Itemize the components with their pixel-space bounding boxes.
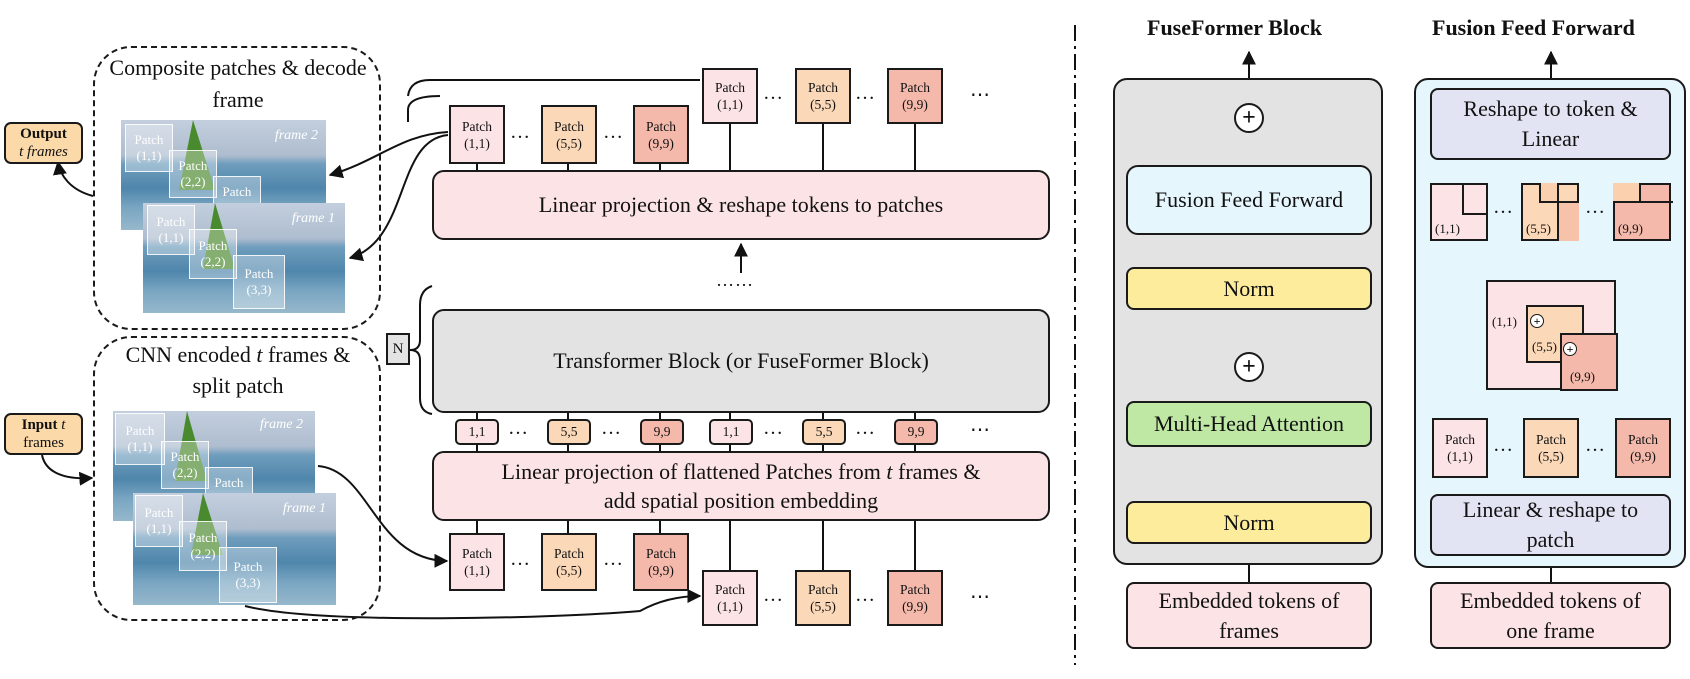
- ellipsis: …: [1493, 434, 1514, 456]
- in-patch-1-1-upper: Patch(1,1): [449, 533, 505, 591]
- ellipsis: …: [763, 584, 784, 606]
- grid-patch-2-2: Patch(2,2): [189, 229, 237, 279]
- composite-group-label: Composite patches & decode frame: [109, 55, 367, 112]
- linear-reshape-to-patch-box: Linear & reshape to patch: [1430, 494, 1671, 556]
- out-patch-9-9-lower: Patch(9,9): [633, 105, 689, 164]
- ellipsis: ⋯: [970, 586, 991, 608]
- token-1-1-b: 1,1: [709, 419, 753, 445]
- composite-group: [93, 46, 381, 330]
- ellipsis: …: [1493, 196, 1514, 218]
- token-5-5: 5,5: [547, 419, 591, 445]
- sail-graphic: [203, 203, 235, 269]
- grid-patch-3-3: Patch(3,3): [233, 255, 285, 309]
- in-patch-1-1-lower: Patch(1,1): [702, 570, 758, 626]
- decoded-frame-1-image: frame 1 Patch(1,1) Patch(2,2) Patch(3,3): [143, 203, 345, 313]
- grid-patch-1-1: Patch(1,1): [147, 205, 195, 255]
- encode-group: [93, 336, 381, 621]
- fused-patch-1-1: (1,1): [1430, 183, 1488, 241]
- norm-box-top: Norm: [1126, 267, 1372, 310]
- ffn-input-patch-9-9: Patch(9,9): [1615, 418, 1671, 478]
- grid-patch-2-2: Patch(2,2): [169, 150, 217, 198]
- fuseformer-block-title: FuseFormer Block: [1147, 15, 1322, 40]
- frame-2-label: frame 2: [274, 128, 318, 143]
- out-patch-5-5-lower: Patch(5,5): [541, 105, 597, 164]
- residual-add-bottom: +: [1234, 352, 1264, 382]
- ellipsis: …: [510, 548, 531, 570]
- overlap-add-2: +: [1563, 342, 1577, 356]
- reshape-to-token-linear-box: Reshape to token & Linear: [1430, 88, 1671, 160]
- n-repeat-label: N: [386, 333, 410, 365]
- ellipsis: …: [763, 82, 784, 104]
- grid-patch-1-1: Patch(1,1): [125, 124, 173, 172]
- ellipsis: …: [601, 417, 622, 439]
- in-patch-9-9-lower: Patch(9,9): [887, 570, 943, 626]
- input-frames-box: Input t frames: [4, 413, 83, 455]
- grid-patch-2-2: Patch(2,2): [161, 441, 209, 489]
- linear-projection-embedding-box: Linear projection of flattened Patches f…: [432, 451, 1050, 521]
- ellipsis: …: [603, 121, 624, 143]
- in-patch-9-9-upper: Patch(9,9): [633, 533, 689, 591]
- ellipsis: …: [855, 417, 876, 439]
- ellipsis: …: [603, 548, 624, 570]
- linear-projection-reshape-box: Linear projection & reshape tokens to pa…: [432, 170, 1050, 240]
- out-patch-9-9-upper: Patch(9,9): [887, 68, 943, 124]
- sail-graphic: [175, 411, 207, 481]
- out-patch-5-5-upper: Patch(5,5): [795, 68, 851, 124]
- ellipsis: …: [855, 584, 876, 606]
- ellipsis: …: [763, 417, 784, 439]
- in-patch-5-5-lower: Patch(5,5): [795, 570, 851, 626]
- fused-patch-5-5: (5,5): [1521, 183, 1579, 241]
- out-patch-1-1-lower: Patch(1,1): [449, 105, 505, 164]
- token-1-1: 1,1: [455, 419, 499, 445]
- ellipsis: …: [855, 82, 876, 104]
- ellipsis: ⋯: [970, 84, 991, 106]
- frame-2-label: frame 2: [259, 417, 303, 432]
- ellipsis: …: [508, 417, 529, 439]
- fusion-feed-forward-title: Fusion Feed Forward: [1432, 15, 1635, 40]
- sail-graphic: [191, 493, 223, 555]
- sail-graphic: [179, 120, 215, 190]
- transformer-block-box: Transformer Block (or FuseFormer Block): [432, 309, 1050, 413]
- ellipsis: …: [1585, 196, 1606, 218]
- out-patch-1-1-upper: Patch(1,1): [702, 68, 758, 124]
- ellipsis: ⋯: [970, 419, 991, 441]
- fusion-feed-forward-box: Fusion Feed Forward: [1126, 165, 1372, 235]
- residual-add-top: +: [1234, 103, 1264, 133]
- ellipsis: …: [1585, 434, 1606, 456]
- input-frame-1-image: frame 1 Patch(1,1) Patch(2,2) Patch(3,3): [133, 493, 336, 605]
- token-9-9: 9,9: [640, 419, 684, 445]
- frame-1-label: frame 1: [282, 501, 326, 516]
- token-5-5-b: 5,5: [802, 419, 846, 445]
- grid-patch-1-1: Patch(1,1): [115, 413, 165, 465]
- overlap-add-1: +: [1530, 314, 1544, 328]
- fused-patch-9-9: (9,9): [1613, 183, 1673, 241]
- vertical-dots: ……: [716, 270, 754, 290]
- multi-head-attention-box: Multi-Head Attention: [1126, 401, 1372, 447]
- token-9-9-b: 9,9: [894, 419, 938, 445]
- norm-box-bottom: Norm: [1126, 501, 1372, 544]
- grid-patch-1-1: Patch(1,1): [135, 495, 183, 547]
- frame-1-label: frame 1: [291, 211, 335, 226]
- embedded-tokens-one-frame-box: Embedded tokens of one frame: [1430, 582, 1671, 649]
- fuseformer-block-container: [1113, 78, 1383, 565]
- encode-group-label: CNN encoded t frames & split patch: [125, 342, 351, 398]
- embedded-tokens-frames-box: Embedded tokens of frames: [1126, 582, 1372, 649]
- output-frames-box: Output t frames: [4, 122, 83, 164]
- grid-patch-3-3: Patch(3,3): [219, 547, 277, 603]
- ffn-input-patch-5-5: Patch(5,5): [1523, 418, 1579, 478]
- ellipsis: …: [510, 121, 531, 143]
- in-patch-5-5-upper: Patch(5,5): [541, 533, 597, 591]
- ffn-input-patch-1-1: Patch(1,1): [1432, 418, 1488, 478]
